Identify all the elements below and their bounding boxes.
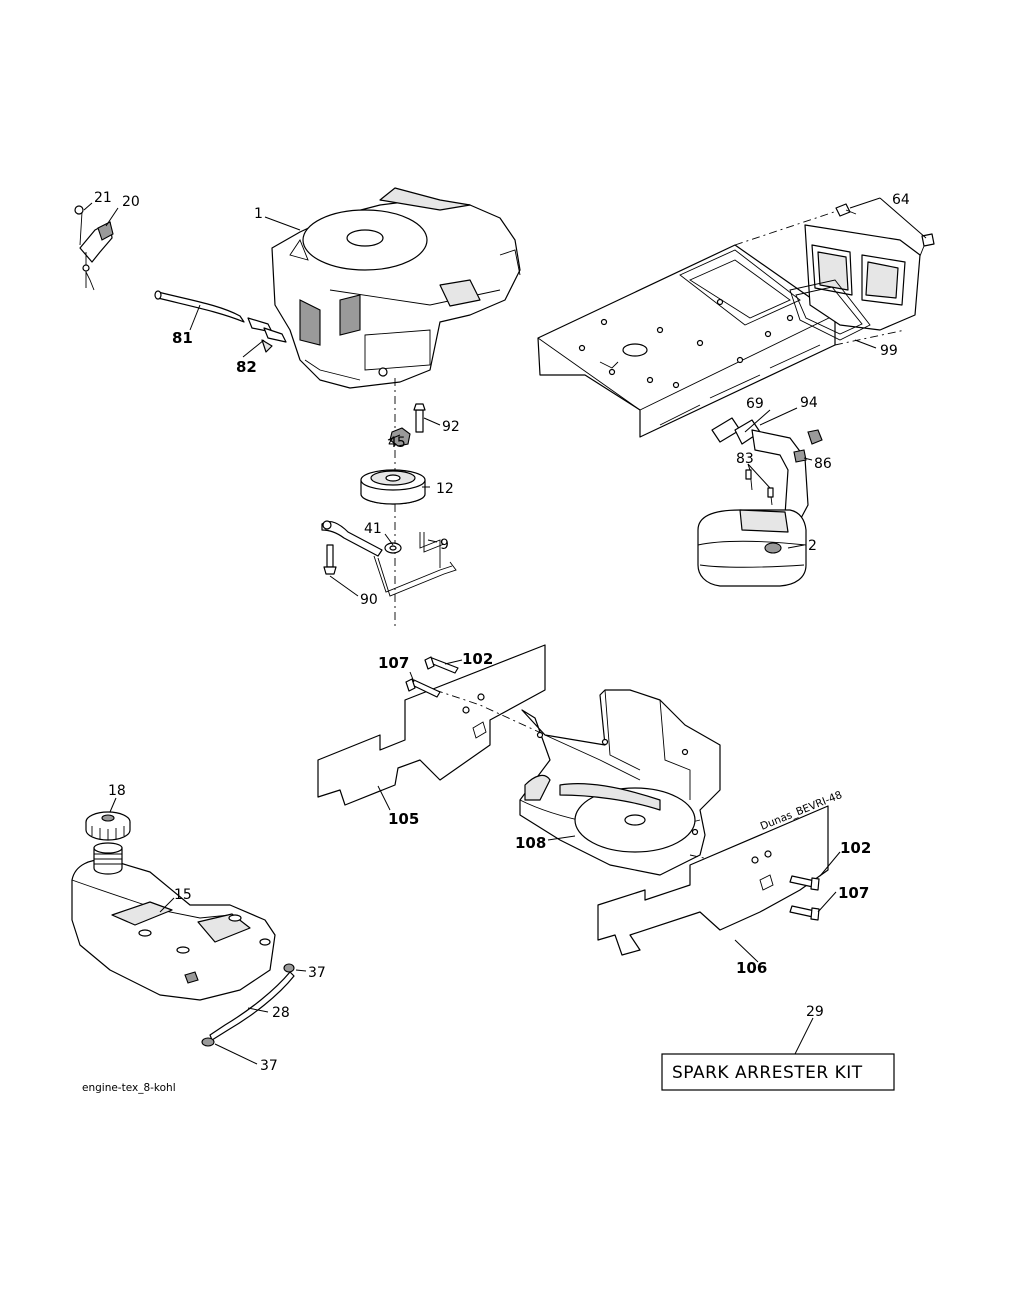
callout-15: 15 (174, 887, 192, 903)
callout-81: 81 (172, 329, 193, 347)
callout-64: 64 (892, 192, 910, 208)
bolt-92-part (413, 403, 426, 433)
callout-102-right: 102 (840, 839, 871, 857)
bolt-107-left-part (405, 678, 441, 698)
clamp-37-lower-part (201, 1037, 215, 1047)
fuel-tank-part (71, 842, 276, 1001)
callout-18: 18 (108, 783, 126, 799)
callout-107-right: 107 (838, 884, 869, 902)
exhaust-pipe-part (711, 417, 823, 521)
clamp-37-upper-part (283, 963, 295, 973)
kit-label: SPARK ARRESTER KIT (672, 1063, 863, 1083)
callout-20: 20 (122, 194, 140, 210)
callout-69: 69 (746, 396, 764, 412)
callout-107-left: 107 (378, 654, 409, 672)
bolt-102-right-part (789, 875, 820, 891)
callout-29: 29 (806, 1004, 824, 1020)
fuel-line-part (154, 290, 287, 353)
callout-108: 108 (515, 834, 546, 852)
callout-2: 2 (808, 538, 817, 554)
callout-86: 86 (814, 456, 832, 472)
callout-102-left: 102 (462, 650, 493, 668)
bolt-90-part (323, 544, 337, 575)
throttle-bracket-part (74, 205, 114, 291)
callout-9: 9 (440, 537, 449, 553)
callout-21: 21 (94, 190, 112, 206)
callout-41: 41 (364, 521, 382, 537)
nut-45-part (389, 427, 411, 447)
callout-99: 99 (880, 343, 898, 359)
kit-label-box (661, 1053, 895, 1091)
bolt-107-right-part (789, 905, 820, 921)
rod-part (321, 520, 457, 597)
fuel-cap-part (85, 811, 131, 841)
callout-83: 83 (736, 451, 754, 467)
bolt-102-left-part (424, 656, 459, 674)
callout-37-lower: 37 (260, 1058, 278, 1074)
manifold-gasket-part (789, 224, 921, 341)
mount-bracket-105-part (317, 644, 546, 806)
engine-part (271, 187, 521, 389)
callout-labels: 1 21 20 81 82 92 45 12 41 9 90 64 99 69 … (94, 190, 910, 1074)
callout-105: 105 (388, 810, 419, 828)
callout-1: 1 (254, 206, 263, 222)
callout-94: 94 (800, 395, 818, 411)
pulley-part (360, 469, 426, 505)
diagram-filename: engine-tex_8-kohl (82, 1082, 176, 1094)
leader-lines (83, 197, 927, 1065)
callout-92: 92 (442, 419, 460, 435)
callout-28: 28 (272, 1005, 290, 1021)
shroud-108-part (519, 689, 721, 876)
muffler-part (697, 509, 807, 587)
callout-106: 106 (736, 959, 767, 977)
callout-37-upper: 37 (308, 965, 326, 981)
callout-82: 82 (236, 358, 257, 376)
callout-12: 12 (436, 481, 454, 497)
engine-plate-part (537, 244, 836, 438)
callout-45: 45 (388, 435, 406, 451)
spark-arrester-kit: SPARK ARRESTER KIT (661, 1053, 895, 1091)
callout-90: 90 (360, 592, 378, 608)
washer-41-part (384, 542, 402, 554)
